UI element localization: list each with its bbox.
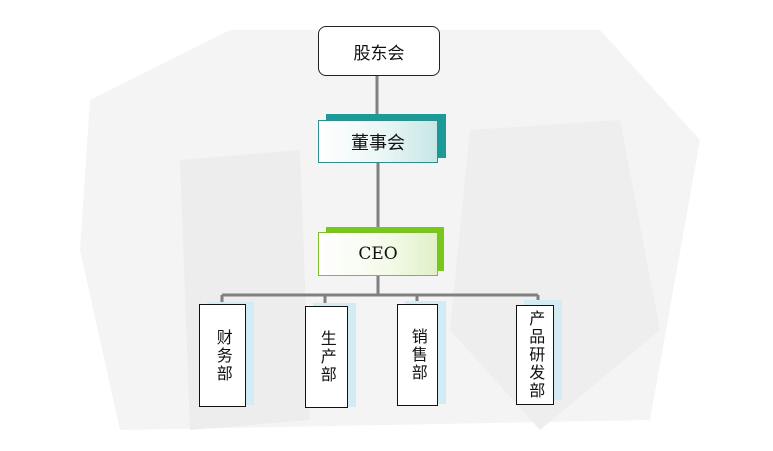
dept-sales-label: 销售部: [408, 328, 428, 382]
node-ceo: CEO: [318, 232, 438, 276]
node-dept-rnd: 产品研发部: [516, 305, 554, 405]
dept-finance-label: 财务部: [213, 328, 233, 383]
node-dept-sales: 销售部: [397, 304, 438, 406]
dept-rnd-label: 产品研发部: [526, 310, 546, 400]
dept-production-label: 生产部: [317, 330, 337, 384]
node-dept-production: 生产部: [305, 306, 348, 408]
node-shareholders: 股东会: [318, 26, 440, 76]
node-dept-finance: 财务部: [199, 304, 246, 407]
node-board: 董事会: [318, 120, 438, 163]
